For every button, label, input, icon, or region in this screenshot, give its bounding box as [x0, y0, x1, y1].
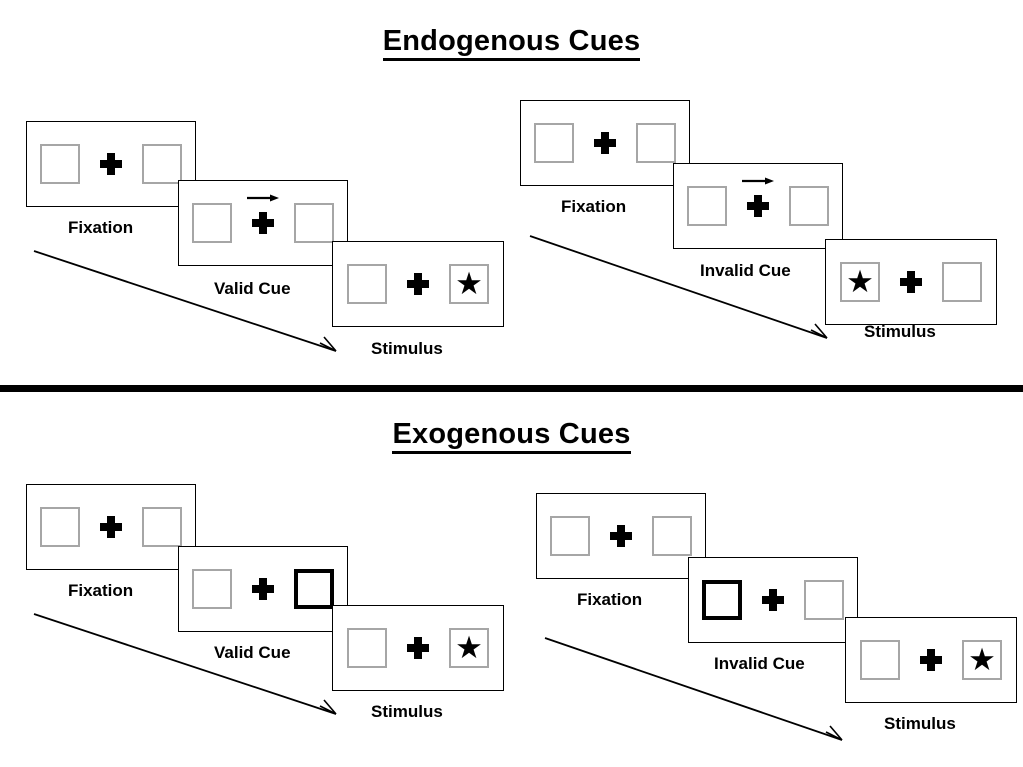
- panel-content: ★ ★: [534, 123, 676, 163]
- fixation-cross-icon: [100, 153, 122, 175]
- panel-endogenous-invalid-stimulus: ★ ★: [825, 239, 997, 325]
- panel-endogenous-valid-stimulus: ★ ★: [332, 241, 504, 327]
- panel-content: ★ ★: [192, 569, 334, 609]
- caption-exogenous-valid-cue: Valid Cue: [214, 643, 291, 662]
- box-right: ★: [142, 507, 182, 547]
- fixation-cross-icon: [610, 525, 632, 547]
- panel-content: ★ ★: [702, 580, 844, 620]
- star-icon: ★: [846, 263, 874, 299]
- box-right: ★: [449, 264, 489, 304]
- caption-endogenous-invalid-cue: Invalid Cue: [700, 261, 791, 280]
- panel-content: ★ ★: [347, 628, 489, 668]
- caption-endogenous-valid-stimulus: Stimulus: [371, 339, 443, 358]
- fixation-cross-icon: [742, 177, 774, 217]
- fixation-cross-icon: [407, 637, 429, 659]
- box-left: ★: [192, 203, 232, 243]
- panel-content: ★ ★: [192, 194, 334, 243]
- box-left: ★: [860, 640, 900, 680]
- panel-content: ★ ★: [40, 507, 182, 547]
- panel-endogenous-valid-cue: ★ ★: [178, 180, 348, 266]
- section-title-exogenous-text: Exogenous Cues: [392, 418, 631, 454]
- section-divider: [0, 385, 1023, 392]
- box-right-cued: ★: [294, 569, 334, 609]
- box-right: ★: [142, 144, 182, 184]
- caption-endogenous-invalid-stimulus: Stimulus: [864, 322, 936, 341]
- fixation-cross-icon: [594, 132, 616, 154]
- box-right: ★: [789, 186, 829, 226]
- box-left: ★: [40, 144, 80, 184]
- fixation-cross-icon: [252, 578, 274, 600]
- panel-exogenous-invalid-fixation: ★ ★: [536, 493, 706, 579]
- panel-content: ★ ★: [687, 177, 829, 226]
- fixation-cross-icon: [900, 271, 922, 293]
- panel-content: ★ ★: [347, 264, 489, 304]
- time-arrow-exogenous-valid: [33, 613, 337, 715]
- arrow-right-icon: [247, 194, 279, 202]
- time-arrow-endogenous-valid: [33, 250, 337, 352]
- fixation-cross-icon: [920, 649, 942, 671]
- caption-exogenous-valid-stimulus: Stimulus: [371, 702, 443, 721]
- box-right: ★: [636, 123, 676, 163]
- panel-exogenous-invalid-stimulus: ★ ★: [845, 617, 1017, 703]
- section-title-exogenous: Exogenous Cues: [0, 418, 1023, 454]
- fixation-cross-icon: [762, 589, 784, 611]
- fixation-cross-icon: [247, 194, 279, 234]
- panel-content: ★ ★: [40, 144, 182, 184]
- box-right: ★: [804, 580, 844, 620]
- section-title-endogenous-text: Endogenous Cues: [382, 25, 641, 61]
- box-right: ★: [962, 640, 1002, 680]
- panel-exogenous-valid-fixation: ★ ★: [26, 484, 196, 570]
- box-left: ★: [687, 186, 727, 226]
- box-right: ★: [652, 516, 692, 556]
- box-left: ★: [40, 507, 80, 547]
- box-left: ★: [347, 628, 387, 668]
- fixation-cross-icon: [407, 273, 429, 295]
- caption-exogenous-invalid-stimulus: Stimulus: [884, 714, 956, 733]
- section-title-endogenous: Endogenous Cues: [0, 25, 1023, 61]
- fixation-cross-icon: [100, 516, 122, 538]
- caption-endogenous-valid-fixation: Fixation: [68, 218, 134, 237]
- box-left: ★: [347, 264, 387, 304]
- box-left: ★: [550, 516, 590, 556]
- panel-endogenous-invalid-fixation: ★ ★: [520, 100, 690, 186]
- caption-exogenous-invalid-cue: Invalid Cue: [714, 654, 805, 673]
- panel-endogenous-invalid-cue: ★ ★: [673, 163, 843, 249]
- panel-exogenous-valid-stimulus: ★ ★: [332, 605, 504, 691]
- caption-endogenous-valid-cue: Valid Cue: [214, 279, 291, 298]
- caption-endogenous-invalid-fixation: Fixation: [561, 197, 627, 216]
- panel-endogenous-valid-fixation: ★ ★: [26, 121, 196, 207]
- caption-exogenous-valid-fixation: Fixation: [68, 581, 134, 600]
- time-arrow-endogenous-invalid: [529, 235, 828, 339]
- panel-content: ★ ★: [550, 516, 692, 556]
- box-left: ★: [840, 262, 880, 302]
- box-left: ★: [192, 569, 232, 609]
- box-right: ★: [942, 262, 982, 302]
- star-icon: ★: [968, 641, 996, 677]
- panel-content: ★ ★: [860, 640, 1002, 680]
- panel-content: ★ ★: [840, 262, 982, 302]
- panel-exogenous-invalid-cue: ★ ★: [688, 557, 858, 643]
- caption-exogenous-invalid-fixation: Fixation: [577, 590, 643, 609]
- arrow-right-icon: [742, 177, 774, 185]
- time-arrow-exogenous-invalid: [544, 637, 843, 741]
- box-right: ★: [449, 628, 489, 668]
- box-right: ★: [294, 203, 334, 243]
- box-left: ★: [534, 123, 574, 163]
- star-icon: ★: [455, 629, 483, 665]
- box-left-cued: ★: [702, 580, 742, 620]
- star-icon: ★: [455, 265, 483, 301]
- panel-exogenous-valid-cue: ★ ★: [178, 546, 348, 632]
